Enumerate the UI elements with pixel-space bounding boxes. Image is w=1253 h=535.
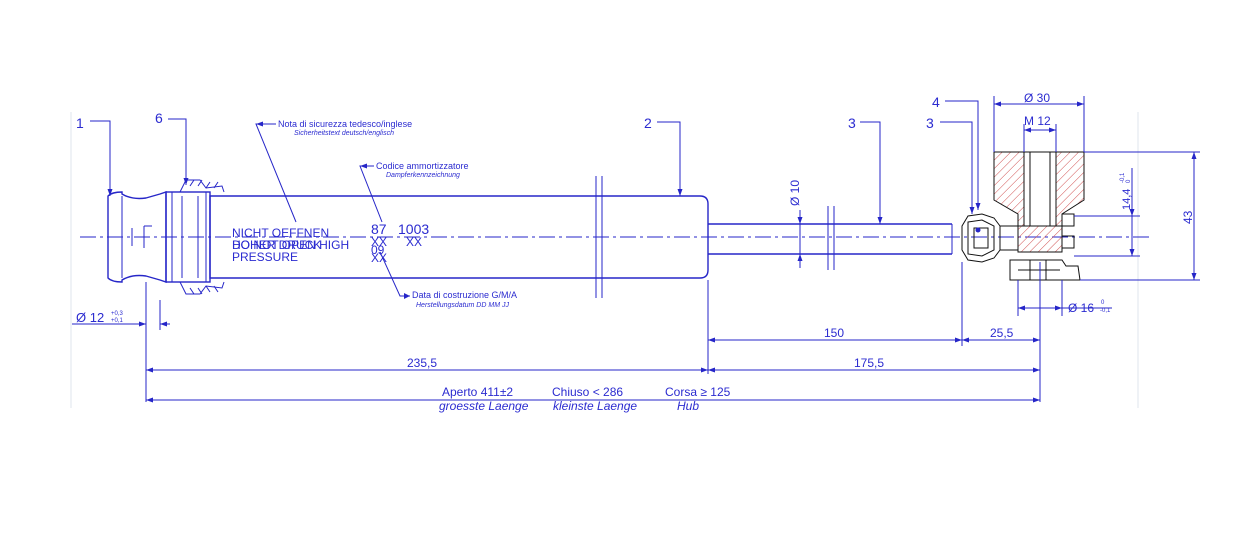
marking-hoher-druck: HOHER DRUCK [232, 238, 321, 252]
length-stroke-de: Hub [677, 399, 699, 413]
safety-note-de: Sicherheitstext deutsch/englisch [294, 130, 394, 137]
marking-pressure: PRESSURE [232, 250, 298, 264]
callout-1-label: 1 [76, 115, 84, 131]
housing-section [993, 151, 1085, 253]
date-note-it: Data di costruzione G/M/A [412, 290, 517, 300]
ball-joint [961, 213, 1081, 281]
dim-height-14-4: 14,4 -0,1 0 [1074, 168, 1140, 257]
dim-l2355-label: 235,5 [407, 356, 437, 370]
marking-code-87: 87 [371, 221, 387, 237]
dim-d144-label: 14,4 [1121, 189, 1133, 210]
callout-4-label: 4 [932, 94, 940, 110]
dim-d12-tol-top: +0,3 [111, 311, 124, 317]
length-open-de: groesste Laenge [439, 399, 529, 413]
marking-do-not-open: DO NOT OPEN HIGH [232, 238, 349, 252]
callout-2-label: 2 [644, 115, 652, 131]
dim-l150-label: 150 [824, 326, 844, 340]
date-note-de: Herstellungsdatum DD MM JJ [416, 302, 509, 309]
callout-6: 6 [155, 110, 189, 185]
marking-date-xx: XX [371, 251, 387, 265]
cylinder-body [209, 176, 709, 298]
callout-3a: 3 [848, 115, 883, 224]
callout-3b-label: 3 [926, 115, 934, 131]
dim-d12-label: Ø 12 [76, 310, 104, 325]
dim-d16-tol-top: 0 [1101, 300, 1105, 306]
dim-overall-length: Aperto 411±2 groesste Laenge Chiuso < 28… [146, 385, 1040, 413]
length-closed-de: kleinste Laenge [553, 399, 637, 413]
dim-diameter-10: Ø 10 [788, 180, 803, 268]
dim-m12-label: M 12 [1024, 114, 1051, 128]
marking-code-xx1: XX [371, 235, 387, 249]
safety-note: Nota di sicurezza tedesco/inglese Sicher… [255, 119, 412, 223]
frame [70, 112, 1139, 408]
piston-rod [708, 206, 953, 270]
dim-d12-tol-bot: +0,1 [111, 318, 124, 324]
length-stroke-label: Corsa ≥ 125 [665, 385, 731, 399]
callout-2: 2 [644, 115, 683, 196]
dim-l1755-label: 175,5 [854, 356, 884, 370]
safety-note-it: Nota di sicurezza tedesco/inglese [278, 119, 412, 129]
dim-length-175-5: 175,5 [708, 356, 1040, 373]
callout-4: 4 [932, 94, 981, 210]
callout-6-label: 6 [155, 110, 163, 126]
marking-nicht-oeffnen: NICHT OEFFNEN [232, 226, 329, 240]
code-note: Codice ammortizzatore Dampferkennzeichnu… [359, 161, 469, 223]
dim-d16-label: Ø 16 [1068, 301, 1094, 315]
marking-date-09: 09 [371, 243, 385, 257]
dim-d30-label: Ø 30 [1024, 91, 1050, 105]
dim-length-235-5: 235,5 [146, 356, 708, 373]
dim-length-150: 150 [708, 326, 962, 343]
dim-diameter-30: Ø 30 [993, 91, 1085, 152]
callout-3b: 3 [926, 115, 975, 214]
length-closed-label: Chiuso < 286 [552, 385, 623, 399]
callout-3a-label: 3 [848, 115, 856, 131]
code-note-de: Dampferkennzeichnung [386, 172, 460, 179]
length-open-label: Aperto 411±2 [442, 385, 513, 399]
dim-thread-m12: M 12 [1023, 114, 1057, 152]
cylinder-markings: NICHT OEFFNEN HOHER DRUCK DO NOT OPEN HI… [232, 221, 429, 265]
dim-diameter-16: Ø 16 0 -0,1 [1017, 280, 1112, 316]
dim-d16-tol-bot: -0,1 [1100, 308, 1111, 314]
dim-d144-tol-bot: 0 [1126, 179, 1132, 183]
code-note-it: Codice ammortizzatore [376, 161, 469, 171]
marking-code-1003: 1003 [398, 221, 429, 237]
dim-d144-tol-top: -0,1 [1120, 172, 1126, 183]
callout-1: 1 [76, 115, 113, 196]
dim-l255-label: 25,5 [990, 326, 1014, 340]
dim-height-43: 43 [1080, 151, 1200, 281]
dim-h43-label: 43 [1181, 210, 1195, 224]
end-cap [165, 179, 225, 295]
dim-d10-label: Ø 10 [788, 180, 802, 206]
date-note: Data di costruzione G/M/A Herstellungsda… [379, 251, 517, 309]
marking-code-xx2: XX [406, 235, 422, 249]
dim-length-25-5: 25,5 [962, 326, 1040, 343]
dim-diameter-12: Ø 12 +0,3 +0,1 [72, 300, 170, 330]
extension-lines [145, 262, 1041, 402]
